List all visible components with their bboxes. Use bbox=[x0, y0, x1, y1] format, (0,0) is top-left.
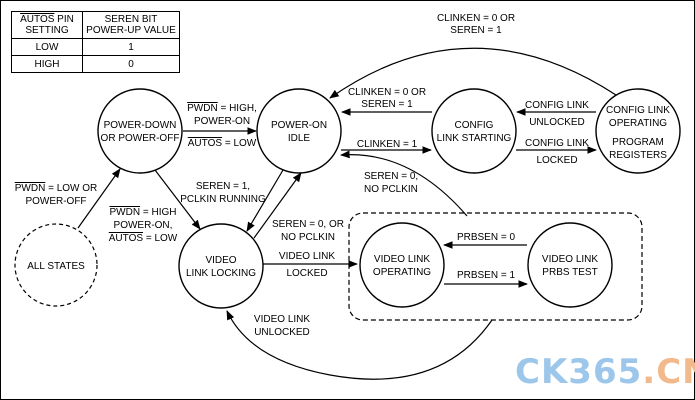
label-pwdn-low-power-off: PWDN = LOW OR POWER-OFF bbox=[15, 183, 98, 207]
svg-text:UNLOCKED: UNLOCKED bbox=[254, 327, 310, 338]
arrow-idle-to-locking bbox=[246, 169, 284, 232]
svg-text:VIDEO: VIDEO bbox=[205, 255, 236, 266]
svg-text:LINK LOCKING: LINK LOCKING bbox=[186, 268, 256, 279]
label-pwdn-high-power-on-2: PWDN = HIGH POWER-ON, bbox=[110, 207, 177, 231]
arrow-group-to-locking bbox=[226, 310, 493, 380]
svg-text:SEREN = 1,: SEREN = 1, bbox=[196, 181, 250, 192]
svg-text:OR POWER-OFF: OR POWER-OFF bbox=[101, 133, 180, 144]
label-clinken0-seren1-top: CLINKEN = 0 OR SEREN = 1 bbox=[437, 13, 515, 36]
arrow-operating-to-idle bbox=[329, 47, 617, 99]
svg-text:PCLKIN RUNNING: PCLKIN RUNNING bbox=[180, 194, 266, 205]
svg-text:CLINKEN = 0 OR: CLINKEN = 0 OR bbox=[437, 13, 515, 24]
svg-text:REGISTERS: REGISTERS bbox=[609, 150, 667, 161]
svg-text:CLINKEN = 0 OR: CLINKEN = 0 OR bbox=[348, 87, 426, 98]
svg-text:LINK STARTING: LINK STARTING bbox=[437, 133, 512, 144]
label-pwdn-high-power-on: PWDN = HIGH, POWER-ON bbox=[187, 103, 257, 127]
svg-text:POWER-DOWN: POWER-DOWN bbox=[104, 120, 177, 131]
svg-text:OPERATING: OPERATING bbox=[373, 267, 431, 278]
svg-text:PRBS TEST: PRBS TEST bbox=[542, 267, 597, 278]
table-row: HIGH 0 bbox=[11, 55, 180, 73]
svg-text:LOCKED: LOCKED bbox=[536, 155, 577, 166]
label-prbsen0: PRBSEN = 0 bbox=[457, 232, 516, 243]
svg-text:LOCKED: LOCKED bbox=[286, 268, 327, 279]
svg-text:IDLE: IDLE bbox=[288, 133, 311, 144]
label-clinken0-seren1-mid: CLINKEN = 0 OR SEREN = 1 bbox=[348, 87, 426, 110]
label-clinken1: CLINKEN = 1 bbox=[357, 139, 418, 150]
label-seren0-or-no-pclkin: SEREN = 0, OR NO PCLKIN bbox=[272, 219, 344, 243]
svg-text:NO PCLKIN: NO PCLKIN bbox=[281, 232, 335, 243]
svg-text:CONFIG LINK: CONFIG LINK bbox=[606, 105, 670, 116]
label-autos-low-1: AUTOS = LOW bbox=[188, 138, 257, 149]
svg-text:POWER-ON: POWER-ON bbox=[271, 120, 327, 131]
arrow-locking-to-idle bbox=[253, 172, 302, 239]
state-video-link-operating: VIDEO LINK OPERATING bbox=[359, 222, 445, 308]
state-all-states: ALL STATES bbox=[14, 223, 98, 307]
table-cell-value: 0 bbox=[82, 55, 180, 73]
svg-text:POWER-OFF: POWER-OFF bbox=[25, 196, 86, 207]
svg-text:CONFIG LINK: CONFIG LINK bbox=[525, 100, 589, 111]
state-video-link-prbs-test: VIDEO LINK PRBS TEST bbox=[527, 222, 613, 308]
svg-text:PWDN = HIGH,: PWDN = HIGH, bbox=[187, 103, 257, 114]
svg-text:SEREN = 0,: SEREN = 0, bbox=[364, 171, 418, 182]
label-config-link-locked: CONFIG LINK LOCKED bbox=[525, 138, 589, 166]
svg-text:CONFIG: CONFIG bbox=[455, 120, 494, 131]
svg-text:PWDN = HIGH: PWDN = HIGH bbox=[110, 207, 177, 218]
svg-text:NO PCLKIN: NO PCLKIN bbox=[364, 184, 418, 195]
arrow-powerdown-to-locking bbox=[154, 169, 201, 230]
svg-text:ALL STATES: ALL STATES bbox=[27, 261, 85, 272]
svg-text:VIDEO LINK: VIDEO LINK bbox=[374, 254, 430, 265]
svg-text:VIDEO LINK: VIDEO LINK bbox=[279, 251, 335, 262]
label-video-link-locked: VIDEO LINK LOCKED bbox=[279, 251, 335, 279]
svg-text:SEREN = 1: SEREN = 1 bbox=[450, 25, 502, 36]
arrow-all-to-powerdown bbox=[77, 168, 121, 229]
svg-text:VIDEO LINK: VIDEO LINK bbox=[254, 314, 310, 325]
state-power-on-idle: POWER-ON IDLE bbox=[256, 88, 342, 174]
state-config-link-operating: CONFIG LINK OPERATING PROGRAM REGISTERS bbox=[595, 88, 681, 174]
svg-text:POWER-ON: POWER-ON bbox=[194, 116, 250, 127]
svg-text:PWDN = LOW OR: PWDN = LOW OR bbox=[15, 183, 98, 194]
arrow-group-to-idle bbox=[340, 150, 468, 217]
watermark-logo: CK365.CN bbox=[515, 352, 695, 392]
label-video-link-unlocked: VIDEO LINK UNLOCKED bbox=[254, 314, 310, 338]
state-video-link-locking: VIDEO LINK LOCKING bbox=[178, 223, 264, 309]
svg-text:PROGRAM: PROGRAM bbox=[612, 137, 664, 148]
state-power-down: POWER-DOWN OR POWER-OFF bbox=[97, 88, 183, 174]
svg-text:CONFIG LINK: CONFIG LINK bbox=[525, 138, 589, 149]
state-config-link-starting: CONFIG LINK STARTING bbox=[431, 88, 517, 174]
svg-text:SEREN = 0, OR: SEREN = 0, OR bbox=[272, 219, 344, 230]
label-seren1-pclkin: SEREN = 1, PCLKIN RUNNING bbox=[180, 181, 266, 205]
svg-text:VIDEO LINK: VIDEO LINK bbox=[542, 254, 598, 265]
svg-text:SEREN = 1: SEREN = 1 bbox=[361, 99, 413, 110]
label-config-link-unlocked: CONFIG LINK UNLOCKED bbox=[525, 100, 589, 128]
svg-text:OPERATING: OPERATING bbox=[609, 118, 667, 129]
label-prbsen1: PRBSEN = 1 bbox=[457, 270, 516, 281]
svg-text:POWER-ON,: POWER-ON, bbox=[114, 220, 173, 231]
label-autos-low-2: AUTOS = LOW bbox=[109, 233, 178, 244]
svg-text:UNLOCKED: UNLOCKED bbox=[529, 117, 585, 128]
label-seren0-no-pclkin: SEREN = 0, NO PCLKIN bbox=[364, 171, 418, 195]
